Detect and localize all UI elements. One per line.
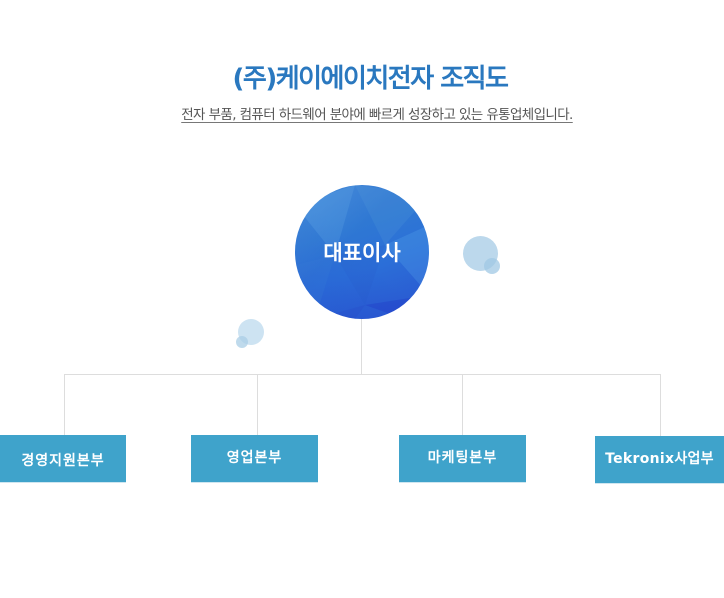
- polygon-texture-icon: [295, 185, 429, 319]
- connector-dept-3: [462, 374, 463, 435]
- dept-marketing[interactable]: 마케팅본부: [399, 435, 526, 482]
- dept-label: Tekronix사업부: [605, 450, 714, 467]
- decorative-bubble-small-right: [484, 258, 500, 274]
- page-subtitle: 전자 부품, 컴퓨터 하드웨어 분야에 빠르게 성장하고 있는 유통업체입니다.: [0, 103, 724, 123]
- connector-horizontal: [64, 374, 661, 375]
- ceo-node: 대표이사: [295, 185, 429, 319]
- dept-label: 마케팅본부: [427, 449, 498, 466]
- connector-dept-4: [660, 374, 661, 436]
- decorative-bubble-small-left: [236, 336, 248, 348]
- dept-management-support[interactable]: 경영지원본부: [0, 435, 126, 482]
- page-title: (주)케이에이치전자 조직도: [232, 64, 509, 94]
- connector-dept-2: [257, 374, 258, 435]
- subtitle-text: 전자 부품, 컴퓨터 하드웨어 분야에 빠르게 성장하고 있는 유통업체입니다.: [181, 107, 573, 123]
- dept-tekronix[interactable]: Tekronix사업부: [595, 436, 724, 483]
- ceo-label: 대표이사: [323, 241, 401, 265]
- connector-dept-1: [64, 374, 65, 435]
- dept-sales[interactable]: 영업본부: [191, 435, 318, 482]
- dept-label: 경영지원본부: [21, 452, 105, 469]
- connector-ceo-vertical: [361, 318, 362, 375]
- dept-label: 영업본부: [226, 449, 283, 466]
